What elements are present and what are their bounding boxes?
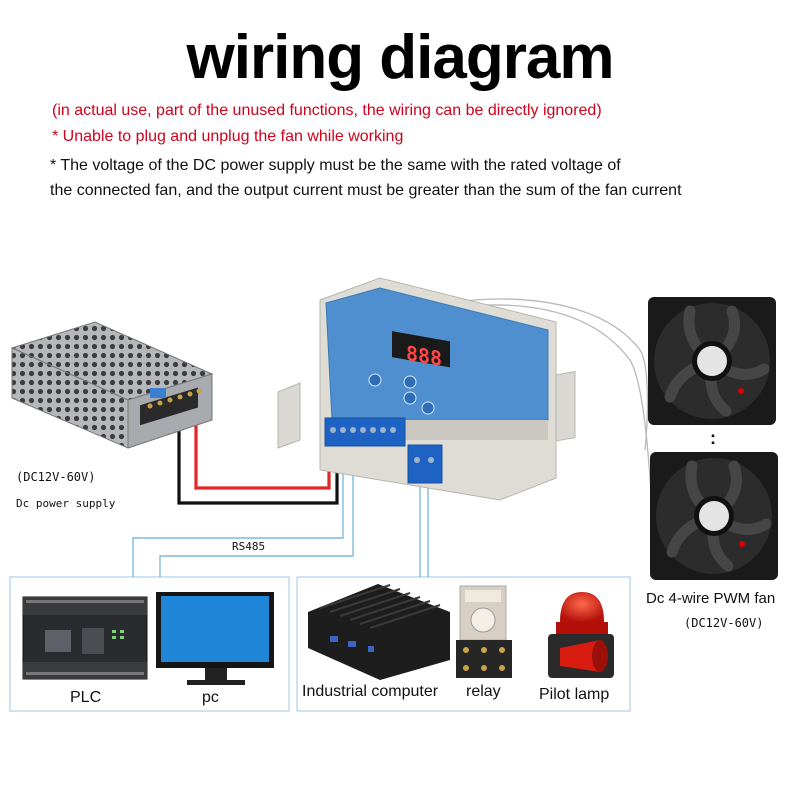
note-voltage-line1: * The voltage of the DC power supply mus… (50, 157, 621, 174)
temperature-speed-controller (277, 277, 576, 501)
relay-device (456, 585, 512, 678)
fan-separator: : (710, 428, 716, 448)
rs485-label: RS485 (232, 540, 266, 553)
pc-label: pc (202, 689, 219, 706)
relay-label: relay (466, 683, 501, 700)
fan-label: Dc 4-wire PWM fan (646, 590, 776, 607)
pwm-fan-lower (650, 452, 778, 580)
industrial-computer-label: Industrial computer (302, 683, 439, 700)
note-unused-functions: (in actual use, part of the unused funct… (52, 102, 602, 119)
power-supply-voltage: (DC12V-60V) (16, 470, 96, 484)
note-no-hot-plug: * Unable to plug and unplug the fan whil… (52, 128, 404, 145)
plc-label: PLC (70, 689, 102, 706)
industrial-computer (308, 584, 450, 680)
dc-power-supply (10, 321, 214, 449)
pc-monitor (156, 592, 274, 685)
power-supply-label: Dc power supply (16, 497, 116, 510)
page-title: wiring diagram (186, 23, 615, 92)
note-voltage-line2: the connected fan, and the output curren… (50, 182, 682, 199)
power-wires (177, 418, 339, 505)
device-group-box-left (9, 576, 290, 712)
device-group-box-right (296, 576, 631, 712)
pilot-lamp (548, 592, 614, 678)
fan-voltage: (DC12V-60V) (684, 616, 764, 630)
pilot-lamp-label: Pilot lamp (539, 686, 610, 703)
plc-device (22, 596, 148, 680)
pwm-fan-upper (648, 297, 776, 425)
